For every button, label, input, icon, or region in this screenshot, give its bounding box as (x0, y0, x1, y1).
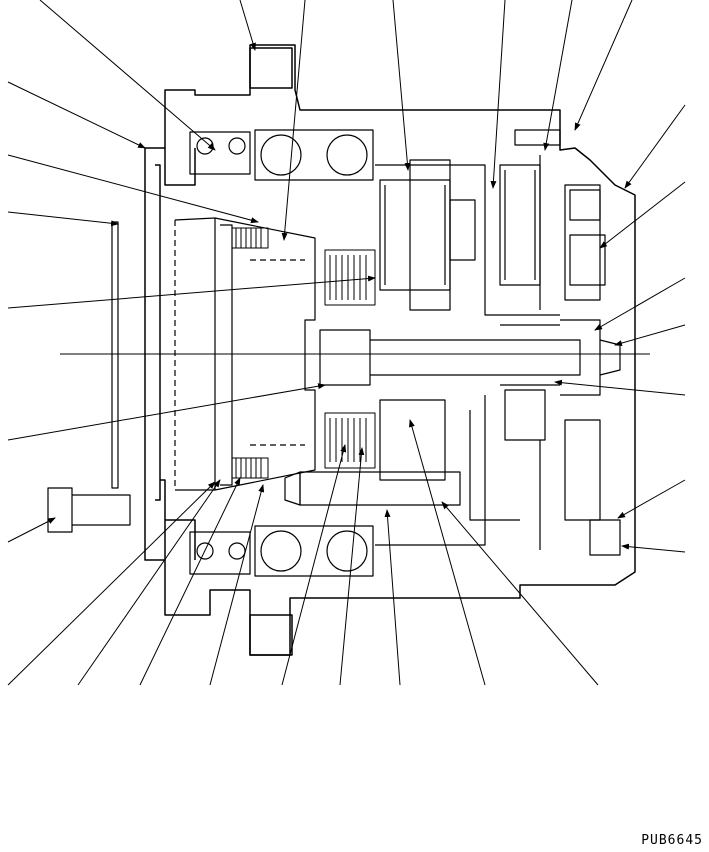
housing-outline (144, 44, 636, 656)
drawing-code: PUB6645 (641, 833, 703, 848)
internal-walls (375, 155, 560, 550)
fasteners (47, 129, 621, 556)
output-shaft (60, 319, 650, 396)
main-bearings (189, 129, 374, 577)
brake-piston (174, 217, 316, 491)
leader-lines (7, 0, 686, 686)
piston-springs (231, 227, 269, 479)
brake-disc-pack (324, 249, 376, 469)
